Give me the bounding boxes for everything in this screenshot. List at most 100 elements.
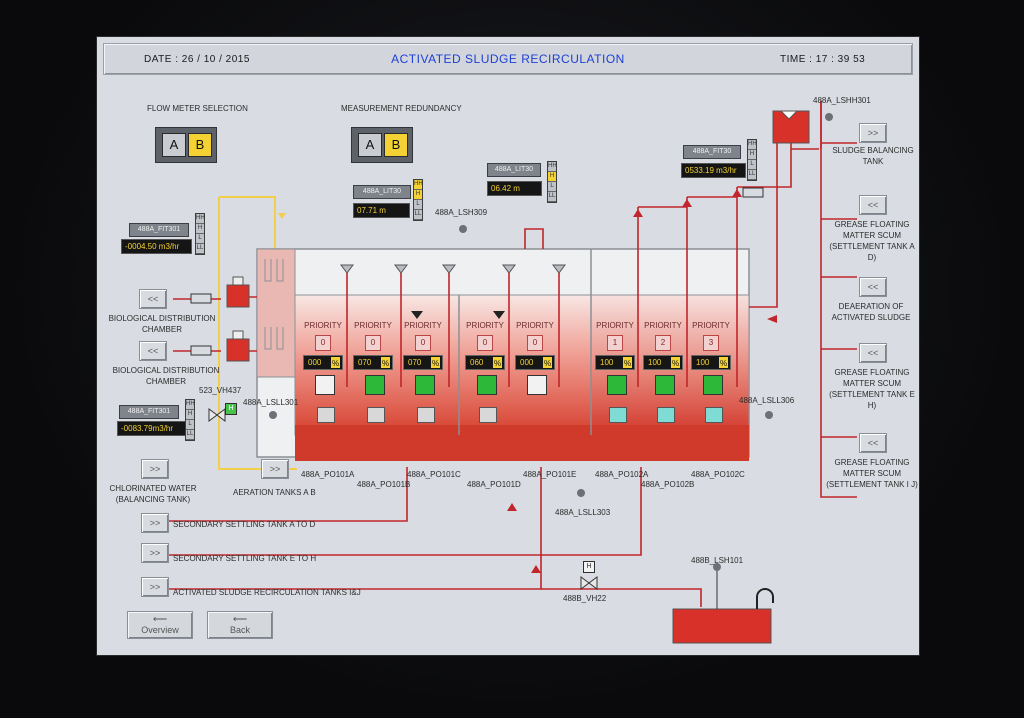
overview-button[interactable]: ⟵ Overview bbox=[127, 611, 193, 639]
arrow-left-icon: ⟵ bbox=[152, 614, 168, 625]
priority-3-setpoint[interactable]: 070% bbox=[403, 355, 443, 370]
nav-grease-a-d-button[interactable]: << bbox=[859, 195, 887, 215]
sump-tank bbox=[672, 608, 772, 644]
priority-4-setpoint[interactable]: 060% bbox=[465, 355, 505, 370]
lshh301-label: 488A_LSHH301 bbox=[813, 96, 871, 105]
fit301-bottom-tag: 488A_FIT301 bbox=[119, 405, 179, 419]
priority-3-number[interactable]: 0 bbox=[415, 335, 431, 351]
priority-2-setpoint[interactable]: 070% bbox=[353, 355, 393, 370]
priority-7-valve-icon[interactable] bbox=[655, 375, 675, 395]
nav-bio-distribution-1-label: BIOLOGICAL DISTRIBUTION CHAMBER bbox=[108, 314, 216, 334]
lit30-b-value: 06.42 m bbox=[487, 181, 542, 196]
priority-7-setpoint[interactable]: 100% bbox=[643, 355, 683, 370]
overview-label: Overview bbox=[141, 625, 179, 635]
nav-asr-tanks-button[interactable]: >> bbox=[141, 577, 169, 597]
lsll301-label: 488A_LSLL301 bbox=[243, 398, 299, 407]
arrow-left-icon: ⟵ bbox=[232, 614, 248, 625]
lit30-a-value: 07.71 m bbox=[353, 203, 410, 218]
redundancy-selector: A B bbox=[351, 127, 413, 163]
nav-aeration-tanks-button[interactable]: >> bbox=[261, 459, 289, 479]
lit30-a-tag: 488A_LIT30 bbox=[353, 185, 411, 199]
nav-chlorinated-water-button[interactable]: >> bbox=[141, 459, 169, 479]
priority-2-number[interactable]: 0 bbox=[365, 335, 381, 351]
priority-1-pump-icon[interactable] bbox=[317, 407, 335, 423]
priority-3-valve-icon[interactable] bbox=[415, 375, 435, 395]
nav-deaeration-button[interactable]: << bbox=[859, 277, 887, 297]
lsll306-label: 488A_LSLL306 bbox=[739, 396, 795, 405]
lsh309-label: 488A_LSH309 bbox=[435, 208, 488, 217]
priority-8-setpoint[interactable]: 100% bbox=[691, 355, 731, 370]
nav-grease-e-h-button[interactable]: << bbox=[859, 343, 887, 363]
nav-bio-distribution-1-button[interactable]: << bbox=[139, 289, 167, 309]
fit301-bottom-value: -0083.79m3/hr bbox=[117, 421, 186, 436]
nav-bio-distribution-2-label: BIOLOGICAL DISTRIBUTION CHAMBER bbox=[112, 366, 220, 386]
pump-tag-po102c: 488A_PO102C bbox=[691, 470, 745, 479]
back-button[interactable]: ⟵ Back bbox=[207, 611, 273, 639]
priority-8-number[interactable]: 3 bbox=[703, 335, 719, 351]
priority-3-pump-icon[interactable] bbox=[417, 407, 435, 423]
nav-grease-i-j-button[interactable]: << bbox=[859, 433, 887, 453]
nav-deaeration-label: DEAERATION OF ACTIVATED SLUDGE bbox=[831, 302, 911, 322]
priority-1-valve-icon[interactable] bbox=[315, 375, 335, 395]
page-title: ACTIVATED SLUDGE RECIRCULATION bbox=[391, 52, 625, 66]
nav-sludge-balancing-label: SLUDGE BALANCING TANK bbox=[832, 146, 914, 166]
fit301-top-value: -0004.50 m3/hr bbox=[121, 239, 192, 254]
nav-grease-e-h-label: GREASE FLOATING MATTER SCUM (SETTLEMENT … bbox=[829, 368, 915, 410]
fit30-value: 0533.19 m3/hr bbox=[681, 163, 746, 178]
priority-2-pump-icon[interactable] bbox=[367, 407, 385, 423]
priority-6-number[interactable]: 1 bbox=[607, 335, 623, 351]
priority-6-valve-icon[interactable] bbox=[607, 375, 627, 395]
nav-sludge-balancing-button[interactable]: >> bbox=[859, 123, 887, 143]
pump-tag-po101a: 488A_PO101A bbox=[301, 470, 355, 479]
lit30-b-tag: 488A_LIT30 bbox=[487, 163, 541, 177]
flow-meter-selection-label: FLOW METER SELECTION bbox=[147, 104, 248, 113]
header-bar: DATE : 26 / 10 / 2015 ACTIVATED SLUDGE R… bbox=[103, 43, 913, 75]
fit30-tag: 488A_FIT30 bbox=[683, 145, 741, 159]
back-label: Back bbox=[229, 625, 250, 635]
vh22-hand-indicator: H bbox=[583, 561, 595, 573]
fit301-top-tag: 488A_FIT301 bbox=[129, 223, 189, 237]
nav-secondary-settling-e-h-button[interactable]: >> bbox=[141, 543, 169, 563]
nav-grease-i-j-label: GREASE FLOATING MATTER SCUM (SETTLEMENT … bbox=[826, 458, 918, 489]
date-display: DATE : 26 / 10 / 2015 bbox=[144, 54, 250, 65]
nav-grease-a-d-label: GREASE FLOATING MATTER SCUM (SETTLEMENT … bbox=[829, 220, 915, 262]
pump-tag-po101c: 488A_PO101C bbox=[407, 470, 461, 479]
priority-6-setpoint[interactable]: 100% bbox=[595, 355, 635, 370]
flow-meter-a-button[interactable]: A bbox=[162, 133, 186, 157]
vh22-label: 488B_VH22 bbox=[563, 594, 607, 603]
priority-5-valve-icon[interactable] bbox=[527, 375, 547, 395]
priority-6-pump-icon[interactable] bbox=[609, 407, 627, 423]
nav-secondary-settling-a-d-button[interactable]: >> bbox=[141, 513, 169, 533]
nav-secondary-settling-a-d-label: SECONDARY SETTLING TANK A TO D bbox=[173, 520, 316, 529]
nav-chlorinated-water-label: CHLORINATED WATER (BALANCING TANK) bbox=[109, 484, 197, 504]
priority-8-pump-icon[interactable] bbox=[705, 407, 723, 423]
priority-1-setpoint[interactable]: 000% bbox=[303, 355, 343, 370]
pump-tag-po101b: 488A_PO101B bbox=[357, 480, 411, 489]
priority-8-valve-icon[interactable] bbox=[703, 375, 723, 395]
nav-aeration-tanks-label: AERATION TANKS A B bbox=[233, 488, 316, 497]
flow-meter-selector: A B bbox=[155, 127, 217, 163]
priority-2-valve-icon[interactable] bbox=[365, 375, 385, 395]
pump-tag-po101d: 488A_PO101D bbox=[467, 480, 521, 489]
flow-meter-b-button[interactable]: B bbox=[188, 133, 212, 157]
priority-4-valve-icon[interactable] bbox=[477, 375, 497, 395]
redundancy-a-button[interactable]: A bbox=[358, 133, 382, 157]
time-display: TIME : 17 : 39 53 bbox=[780, 54, 866, 65]
nav-bio-distribution-2-button[interactable]: << bbox=[139, 341, 167, 361]
measurement-redundancy-label: MEASUREMENT REDUNDANCY bbox=[341, 104, 462, 113]
vh437-label: 523_VH437 bbox=[199, 386, 242, 395]
pump-tag-po101e: 488A_PO101E bbox=[523, 470, 577, 479]
priority-1-number[interactable]: 0 bbox=[315, 335, 331, 351]
priority-5-setpoint[interactable]: 000% bbox=[515, 355, 555, 370]
redundancy-b-button[interactable]: B bbox=[384, 133, 408, 157]
priority-4-number[interactable]: 0 bbox=[477, 335, 493, 351]
priority-5-number[interactable]: 0 bbox=[527, 335, 543, 351]
pump-tag-po102a: 488A_PO102A bbox=[595, 470, 649, 479]
priority-4-pump-icon[interactable] bbox=[479, 407, 497, 423]
priority-7-number[interactable]: 2 bbox=[655, 335, 671, 351]
nav-secondary-settling-e-h-label: SECONDARY SETTLING TANK E TO H bbox=[173, 554, 317, 563]
priority-7-pump-icon[interactable] bbox=[657, 407, 675, 423]
lsh101-label: 488B_LSH101 bbox=[691, 556, 744, 565]
